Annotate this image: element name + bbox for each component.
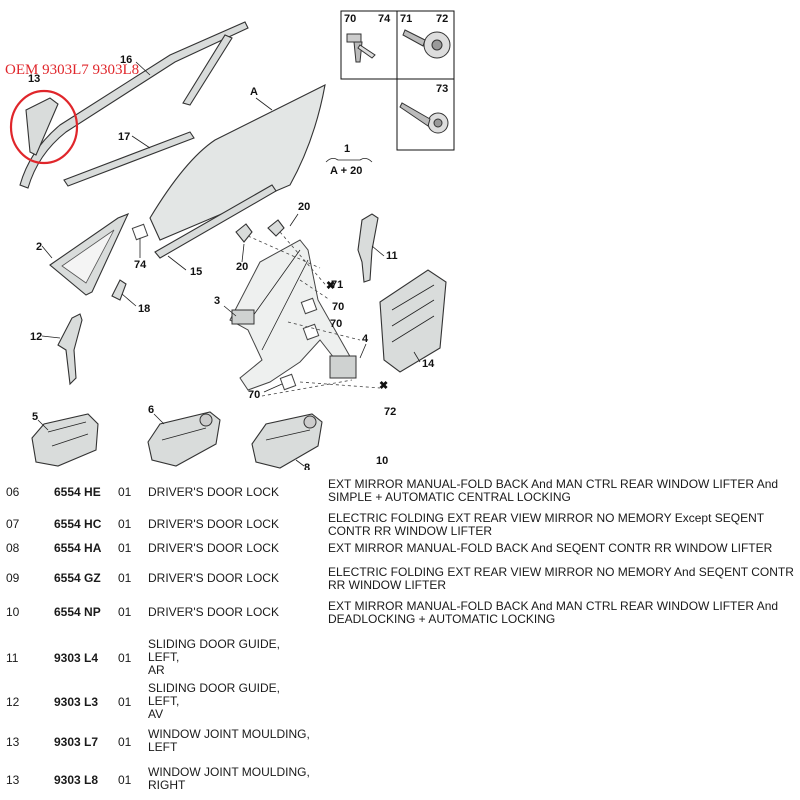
highlight-circle: [9, 89, 79, 165]
quantity: 01: [118, 735, 132, 749]
door-lock-8: [251, 413, 323, 469]
assembly-note: 1 A + 20: [325, 143, 373, 177]
part-reference: 6554 HE: [54, 485, 101, 499]
item-number: 09: [6, 571, 20, 585]
callout-70-c: 70: [248, 389, 260, 401]
control-unit: [379, 269, 447, 373]
quantity: 01: [118, 651, 132, 665]
self-tapping-screw-icon: [399, 102, 449, 134]
callout-74: 74: [134, 259, 147, 271]
window-joint-moulding: [25, 97, 59, 156]
front-door-guide: [57, 313, 83, 386]
callout-17: 17: [118, 131, 130, 143]
svg-text:✖: ✖: [379, 380, 388, 392]
inner-belt-strip: [154, 184, 277, 259]
callout-20-right: 20: [298, 201, 310, 213]
callout-5: 5: [32, 411, 38, 423]
part-description: SLIDING DOOR GUIDE, LEFT, AR: [148, 637, 281, 677]
screw-icon: [402, 29, 451, 59]
callout-12: 12: [30, 331, 42, 343]
window-glass: [149, 84, 326, 241]
glass-clip-left: [235, 223, 253, 243]
callout-74-box: 74: [378, 13, 391, 25]
part-reference: 9303 L8: [54, 773, 99, 787]
svg-text:✖: ✖: [326, 280, 335, 292]
door-lock-6: [147, 411, 221, 467]
callout-71: 71: [331, 279, 343, 291]
callout-10: 10: [376, 455, 388, 467]
door-lock-5: [31, 413, 99, 467]
part-reference: 6554 HA: [54, 541, 102, 555]
window-regulator: [229, 239, 357, 391]
part-description: DRIVER'S DOOR LOCK: [148, 485, 279, 499]
item-number: 07: [6, 517, 20, 531]
callout-a-plus-20: A + 20: [330, 165, 362, 177]
part-description: DRIVER'S DOOR LOCK: [148, 605, 279, 619]
part-reference: 6554 HC: [54, 517, 102, 531]
item-number: 11: [6, 651, 19, 665]
item-number: 13: [6, 773, 20, 787]
item-number: 10: [6, 605, 20, 619]
callout-70-box: 70: [344, 13, 356, 25]
fitment-note: EXT MIRROR MANUAL-FOLD BACK And MAN CTRL…: [328, 599, 779, 626]
part-reference: 6554 GZ: [54, 571, 101, 585]
quantity: 01: [118, 485, 132, 499]
item-number: 12: [6, 695, 20, 709]
part-description: WINDOW JOINT MOULDING, RIGHT: [148, 765, 310, 792]
callout-18: 18: [138, 303, 150, 315]
regulator-motor: [329, 355, 357, 379]
callout-70-a: 70: [332, 301, 344, 313]
part-reference: 9303 L3: [54, 695, 99, 709]
fitment-note: ELECTRIC FOLDING EXT REAR VIEW MIRROR NO…: [328, 565, 794, 592]
rear-door-guide: [357, 213, 379, 283]
item-number: 08: [6, 541, 20, 555]
part-reference: 9303 L4: [54, 651, 99, 665]
exploded-parts-diagram: 70 74 71 72 73 1 A + 20 OEM 9303L7 9303L…: [5, 10, 455, 470]
fastener-box: 70 74 71 72 73: [340, 10, 455, 151]
callout-3: 3: [214, 295, 220, 307]
callout-70-b: 70: [330, 318, 342, 330]
callout-8: 8: [304, 462, 310, 470]
callout-16: 16: [120, 54, 132, 66]
callout-72-box: 72: [436, 13, 448, 25]
quantity: 01: [118, 773, 132, 787]
part-description: DRIVER'S DOOR LOCK: [148, 571, 279, 585]
callout-a: A: [250, 86, 258, 98]
callout-13: 13: [28, 73, 40, 85]
clip-icon: [346, 33, 376, 63]
part-reference: 9303 L7: [54, 735, 99, 749]
callout-2: 2: [36, 241, 42, 253]
outer-belt-strip: [63, 131, 195, 187]
part-reference: 6554 NP: [54, 605, 101, 619]
callout-6: 6: [148, 404, 154, 416]
callout-15: 15: [190, 266, 202, 278]
part-description: WINDOW JOINT MOULDING, LEFT: [148, 727, 310, 754]
callout-1: 1: [344, 143, 350, 155]
fitment-note: EXT MIRROR MANUAL-FOLD BACK And MAN CTRL…: [328, 477, 779, 504]
fitment-note: EXT MIRROR MANUAL-FOLD BACK And SEQENT C…: [328, 541, 773, 555]
oem-label: OEM 9303L7 9303L8: [5, 62, 139, 78]
callout-4: 4: [362, 333, 369, 345]
callout-14: 14: [422, 358, 435, 370]
quantity: 01: [118, 605, 132, 619]
quantity: 01: [118, 517, 132, 531]
item-number: 06: [6, 485, 20, 499]
callout-20-left: 20: [236, 261, 248, 273]
callout-71-box: 71: [400, 13, 412, 25]
callout-72: 72: [384, 406, 396, 418]
callout-11: 11: [386, 250, 398, 262]
callout-73-box: 73: [436, 83, 448, 95]
frame-pillar: [182, 34, 233, 106]
quantity: 01: [118, 541, 132, 555]
part-description: DRIVER'S DOOR LOCK: [148, 517, 279, 531]
fitment-note: ELECTRIC FOLDING EXT REAR VIEW MIRROR NO…: [328, 511, 764, 538]
part-description: SLIDING DOOR GUIDE, LEFT, AV: [148, 681, 281, 721]
quantity: 01: [118, 695, 132, 709]
item-number: 13: [6, 735, 20, 749]
part-description: DRIVER'S DOOR LOCK: [148, 541, 279, 555]
small-bracket: [111, 279, 127, 301]
quantity: 01: [118, 571, 132, 585]
